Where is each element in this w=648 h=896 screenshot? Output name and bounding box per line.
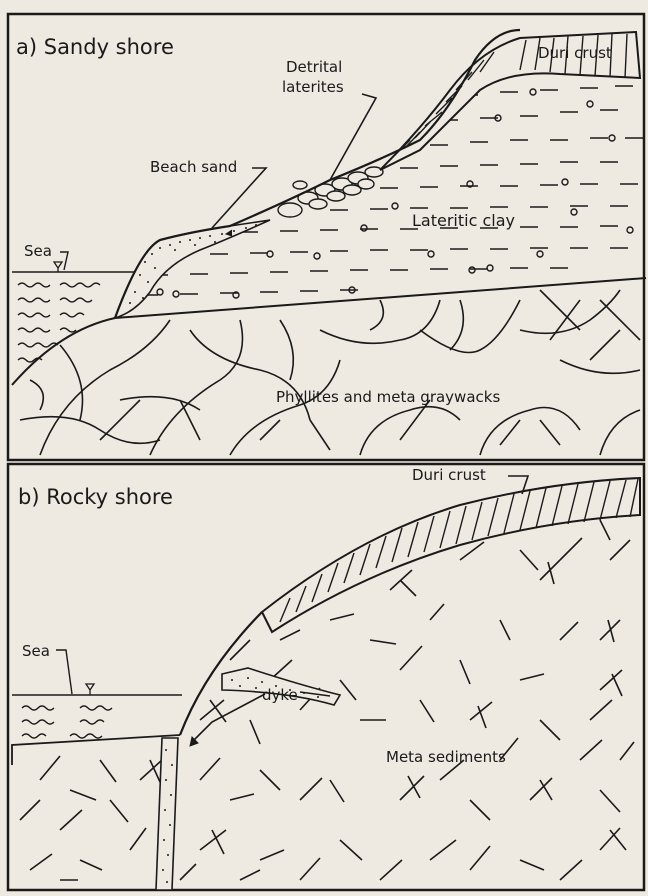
sea-waves-b xyxy=(22,706,112,738)
sea-waves-a xyxy=(18,283,100,362)
bedrock-label-b: Meta sediments xyxy=(386,748,506,766)
sea-floor-b xyxy=(12,735,180,765)
dyke-label: dyke xyxy=(262,686,298,704)
sea-leader-a xyxy=(60,252,68,270)
duri-crust-band-b xyxy=(262,478,640,632)
duri-crust-label-b: Duri crust xyxy=(412,466,486,484)
bedrock-boundary xyxy=(12,278,646,385)
sea-leader-b xyxy=(56,650,72,694)
water-level-symbol-a xyxy=(54,262,62,272)
duri-crust-label-a: Duri crust xyxy=(538,44,612,62)
water-level-symbol-b xyxy=(86,684,94,695)
lateritic-clay-nodules xyxy=(157,89,633,298)
beach-sand-label: Beach sand xyxy=(150,158,237,176)
bedrock-phyllites-pattern xyxy=(20,290,640,455)
sea-label-a: Sea xyxy=(24,242,52,260)
sea-label-b: Sea xyxy=(22,642,50,660)
detrital-label-line2: laterites xyxy=(282,78,344,96)
lateritic-clay-label: Lateritic clay xyxy=(412,211,515,230)
lateritic-clay-pattern xyxy=(140,86,643,295)
panel-b-title: b) Rocky shore xyxy=(18,485,173,509)
bedrock-label-a: Phyllites and meta graywacks xyxy=(276,388,500,406)
detrital-label-line1: Detrital xyxy=(286,58,342,76)
panel-a: a) Sandy shore Duri crust Detrital later… xyxy=(8,14,646,460)
panel-b: b) Rocky shore Duri crust Sea dyke Meta … xyxy=(8,464,644,890)
beach-sand-body xyxy=(115,220,270,318)
panel-a-title: a) Sandy shore xyxy=(16,35,174,59)
beach-sand-leader xyxy=(212,168,266,228)
panel-b-frame xyxy=(8,464,644,890)
dyke-vertical xyxy=(156,738,178,890)
